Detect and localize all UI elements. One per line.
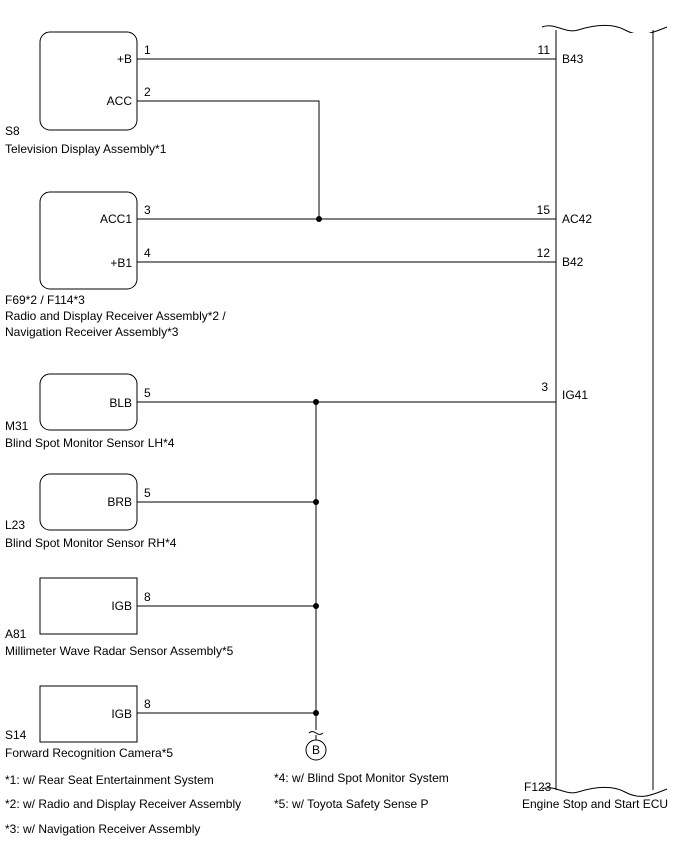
- millimeter-wave-radar: IGB A81 Millimeter Wave Radar Sensor Ass…: [5, 577, 234, 658]
- footnote-3: *3: w/ Navigation Receiver Assembly: [5, 822, 200, 836]
- l23-pin-num: 5: [144, 486, 151, 500]
- m31-code: M31: [5, 419, 29, 433]
- radio-pin3-num: 3: [144, 203, 151, 217]
- engine-stop-start-ecu: [541, 24, 668, 797]
- ecu-pin-b43: B43: [562, 52, 584, 66]
- s14-code: S14: [5, 728, 27, 742]
- s14-box: [39, 685, 138, 743]
- m31-name: Blind Spot Monitor Sensor LH*4: [5, 436, 175, 450]
- radio-navigation-receiver: ACC1 +B1 F69*2 / F114*3 Radio and Displa…: [5, 191, 226, 339]
- s14-name: Forward Recognition Camera*5: [5, 746, 173, 760]
- ecu-pin3-num: 3: [541, 380, 548, 394]
- s8-box: [39, 31, 138, 131]
- m31-pin-num: 5: [144, 386, 151, 400]
- a81-pin-label: IGB: [111, 599, 132, 613]
- junction-acc: [316, 216, 322, 222]
- m31-pin-label: BLB: [109, 396, 132, 410]
- footnote-1: *1: w/ Rear Seat Entertainment System: [5, 773, 214, 787]
- forward-recognition-camera: IGB S14 Forward Recognition Camera*5: [5, 685, 173, 760]
- a81-box: [39, 577, 138, 635]
- ecu-break-bottom: [541, 786, 668, 797]
- wire-break-mark: [308, 731, 324, 735]
- s8-code: S8: [5, 124, 20, 138]
- s14-pin-num: 8: [144, 697, 151, 711]
- connector-b-circle: [305, 739, 327, 761]
- s8-pin2-num: 2: [144, 85, 151, 99]
- ecu-pin-b42: B42: [562, 255, 584, 269]
- wire-acc-to-junction: [137, 100, 320, 219]
- ecu-pin12-num: 12: [537, 246, 551, 260]
- l23-pin-label: BRB: [107, 495, 132, 509]
- s8-name: Television Display Assembly*1: [5, 142, 167, 156]
- television-display-assembly: +B ACC S8 Television Display Assembly*1: [5, 31, 167, 156]
- blind-spot-sensor-rh: BRB L23 Blind Spot Monitor Sensor RH*4: [5, 473, 177, 550]
- radio-name-line1: Radio and Display Receiver Assembly*2 /: [5, 309, 226, 323]
- ecu-pin15-num: 15: [537, 203, 551, 217]
- blind-spot-sensor-lh: BLB M31 Blind Spot Monitor Sensor LH*4: [5, 373, 175, 450]
- s8-pin1-num: 1: [144, 43, 151, 57]
- radio-pin-label-b1: +B1: [110, 256, 132, 270]
- l23-code: L23: [5, 518, 25, 532]
- s8-pin-label-b: +B: [117, 52, 132, 66]
- radio-pin-label-acc1: ACC1: [100, 212, 132, 226]
- ecu-pin-ig41: IG41: [562, 388, 588, 402]
- connector-b-label: B: [312, 743, 320, 757]
- radio-code: F69*2 / F114*3: [5, 293, 85, 307]
- radio-box: [39, 191, 138, 290]
- radio-name-line2: Navigation Receiver Assembly*3: [5, 325, 179, 339]
- footnote-4: *4: w/ Blind Spot Monitor System: [274, 771, 449, 785]
- radio-pin4-num: 4: [144, 246, 151, 260]
- ecu-pin11-num: 11: [538, 43, 551, 57]
- s8-pin-label-acc: ACC: [107, 94, 133, 108]
- ecu-pin-ac42: AC42: [562, 212, 592, 226]
- ecu-name: Engine Stop and Start ECU: [522, 797, 668, 811]
- footnote-2: *2: w/ Radio and Display Receiver Assemb…: [5, 797, 241, 811]
- a81-name: Millimeter Wave Radar Sensor Assembly*5: [5, 644, 234, 658]
- ecu-code: F123: [524, 780, 552, 794]
- a81-pin-num: 8: [144, 590, 151, 604]
- footnote-5: *5: w/ Toyota Safety Sense P: [274, 797, 429, 811]
- s14-pin-label: IGB: [111, 707, 132, 721]
- a81-code: A81: [5, 627, 27, 641]
- l23-name: Blind Spot Monitor Sensor RH*4: [5, 536, 177, 550]
